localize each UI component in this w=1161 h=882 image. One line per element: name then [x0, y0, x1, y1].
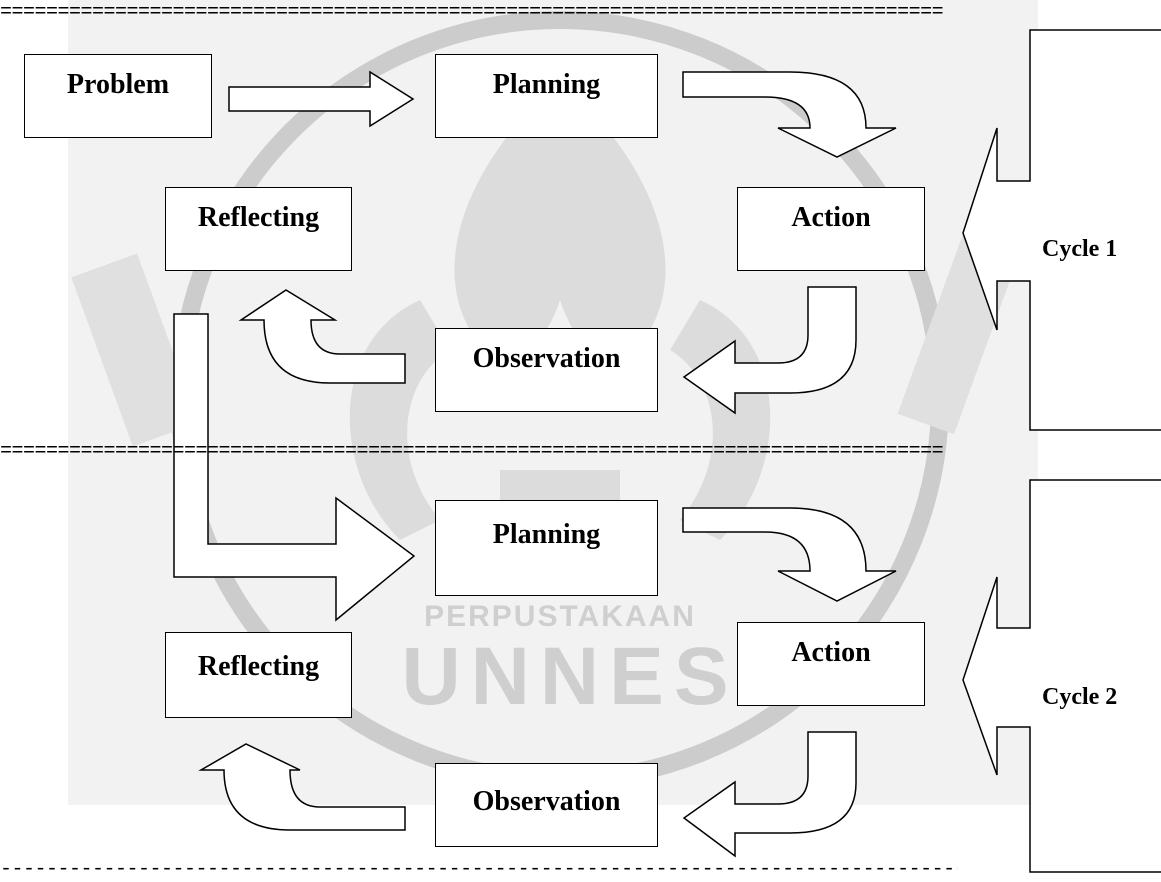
- arrow-reflecting-to-planning-2: [173, 313, 416, 622]
- arrow-problem-to-planning: [228, 70, 415, 128]
- problem-box: Problem: [24, 54, 212, 138]
- watermark-line2: UNNES: [401, 631, 739, 722]
- arrow-action-to-observation-2: [682, 731, 857, 858]
- cycle1-action-label: Action: [791, 202, 871, 233]
- cycle2-action-label: Action: [791, 637, 871, 668]
- watermark-line1: PERPUSTAKAAN: [424, 600, 696, 633]
- cycle2-label: Cycle 2: [1042, 684, 1118, 710]
- separator-bottom: ----------------------------------------…: [0, 863, 958, 877]
- cycle2-action-box: Action: [737, 622, 925, 706]
- cycle1-reflecting-label: Reflecting: [197, 202, 320, 233]
- cycle1-bracket: [962, 29, 1161, 431]
- arrow-observation-to-reflecting-1: [238, 289, 406, 384]
- cycle2-reflecting-box: Reflecting: [165, 632, 352, 718]
- cycle1-label: Cycle 1: [1042, 236, 1118, 262]
- cycle2-planning-box: Planning: [435, 500, 658, 596]
- arrow-observation-to-reflecting-2: [198, 743, 406, 831]
- arrow-planning-to-action-1: [682, 71, 897, 158]
- cycle1-planning-box: Planning: [435, 54, 658, 138]
- cycle2-observation-box: Observation: [435, 763, 658, 847]
- cycle2-bracket: [962, 479, 1161, 873]
- cycle1-reflecting-box: Reflecting: [165, 187, 352, 271]
- cycle1-observation-label: Observation: [472, 343, 621, 374]
- cycle2-reflecting-label: Reflecting: [197, 651, 320, 682]
- arrow-planning-to-action-2: [682, 507, 897, 602]
- separator-top: ========================================…: [0, 6, 944, 20]
- cycle1-planning-label: Planning: [492, 69, 601, 100]
- separator-middle: ========================================…: [0, 445, 944, 459]
- arrow-action-to-observation-1: [682, 286, 857, 415]
- cycle2-observation-label: Observation: [472, 786, 621, 817]
- cycle1-action-box: Action: [737, 187, 925, 271]
- problem-label: Problem: [66, 69, 170, 100]
- cycle2-planning-label: Planning: [492, 519, 601, 550]
- cycle1-observation-box: Observation: [435, 328, 658, 412]
